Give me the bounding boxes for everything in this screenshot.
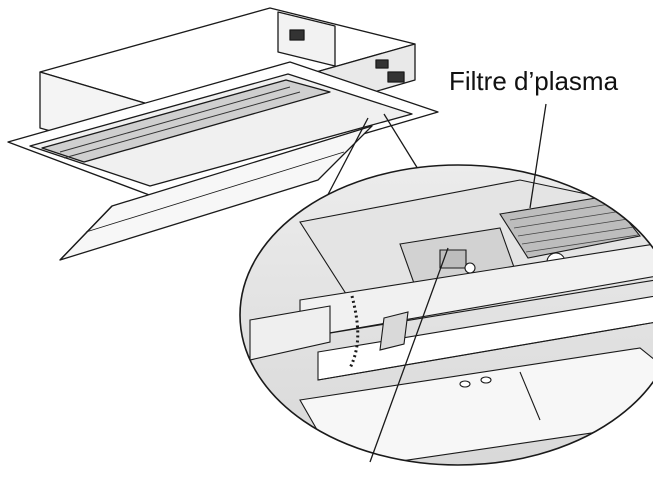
magnifier-circle [240,165,653,465]
connector-2 [376,60,388,68]
plasma-filter-mesh [500,196,640,258]
control-box [278,12,335,66]
filter-callout-line [530,104,546,208]
outlet-grille [60,87,300,158]
connector-3 [388,72,404,82]
air-outlet [42,80,330,162]
lower-callout-line [370,248,448,462]
magnified-detail [240,165,653,465]
indoor-unit [8,8,438,260]
front-panel-inner [30,74,412,186]
plasma-filter-label: Filtre d’plasma [449,66,619,96]
connector-1 [290,30,304,40]
hinge-spring [350,296,358,368]
